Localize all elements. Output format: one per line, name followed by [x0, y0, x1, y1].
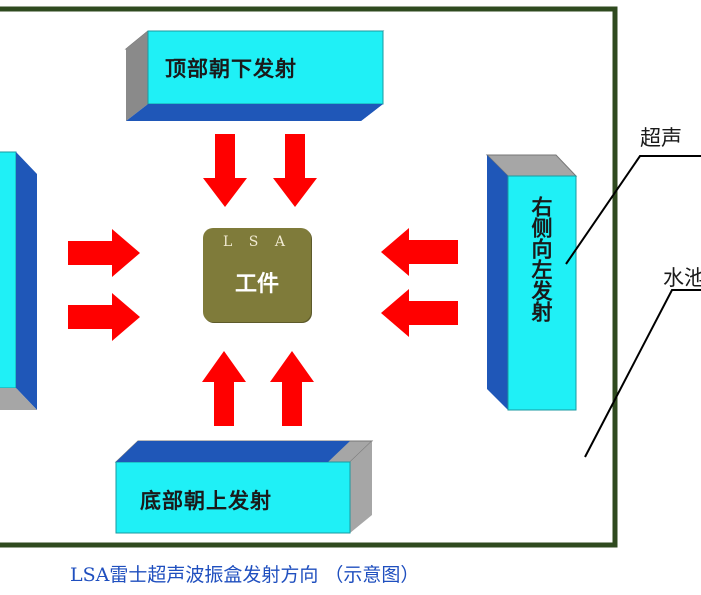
- callout-line-water: [584, 289, 701, 458]
- arrows-up: [202, 351, 314, 426]
- arrow-up-2: [270, 351, 314, 426]
- workpiece-code: L S A: [223, 234, 291, 250]
- diagram-caption: LSA雷士超声波振盒发射方向 （示意图）: [70, 564, 420, 586]
- bottom-emitter-label: 底部朝上发射: [140, 489, 272, 513]
- workpiece-block: L S A 工件: [203, 228, 311, 322]
- top-emitter-box: [124, 30, 385, 121]
- callout-line-ultrasound: [565, 155, 701, 265]
- callout-water: 水池: [663, 266, 701, 290]
- callout-ultrasound: 超声: [640, 126, 682, 150]
- arrow-right-2: [68, 293, 140, 341]
- workpiece-name: 工件: [234, 272, 279, 297]
- arrow-left-2: [381, 289, 458, 337]
- arrow-down-2: [273, 134, 317, 207]
- arrow-up-1: [202, 351, 246, 426]
- arrows-right: [68, 229, 140, 341]
- arrows-down: [203, 134, 317, 207]
- arrow-left-1: [381, 228, 458, 276]
- top-emitter-label: 顶部朝下发射: [165, 57, 297, 81]
- bottom-emitter-box: [114, 440, 374, 534]
- right-emitter-label: 右侧向左发射: [529, 196, 553, 322]
- right-emitter-box: [485, 154, 578, 411]
- arrows-left: [381, 228, 458, 337]
- left-emitter-box: [0, 151, 37, 410]
- arrow-right-1: [68, 229, 140, 277]
- arrow-down-1: [203, 134, 247, 207]
